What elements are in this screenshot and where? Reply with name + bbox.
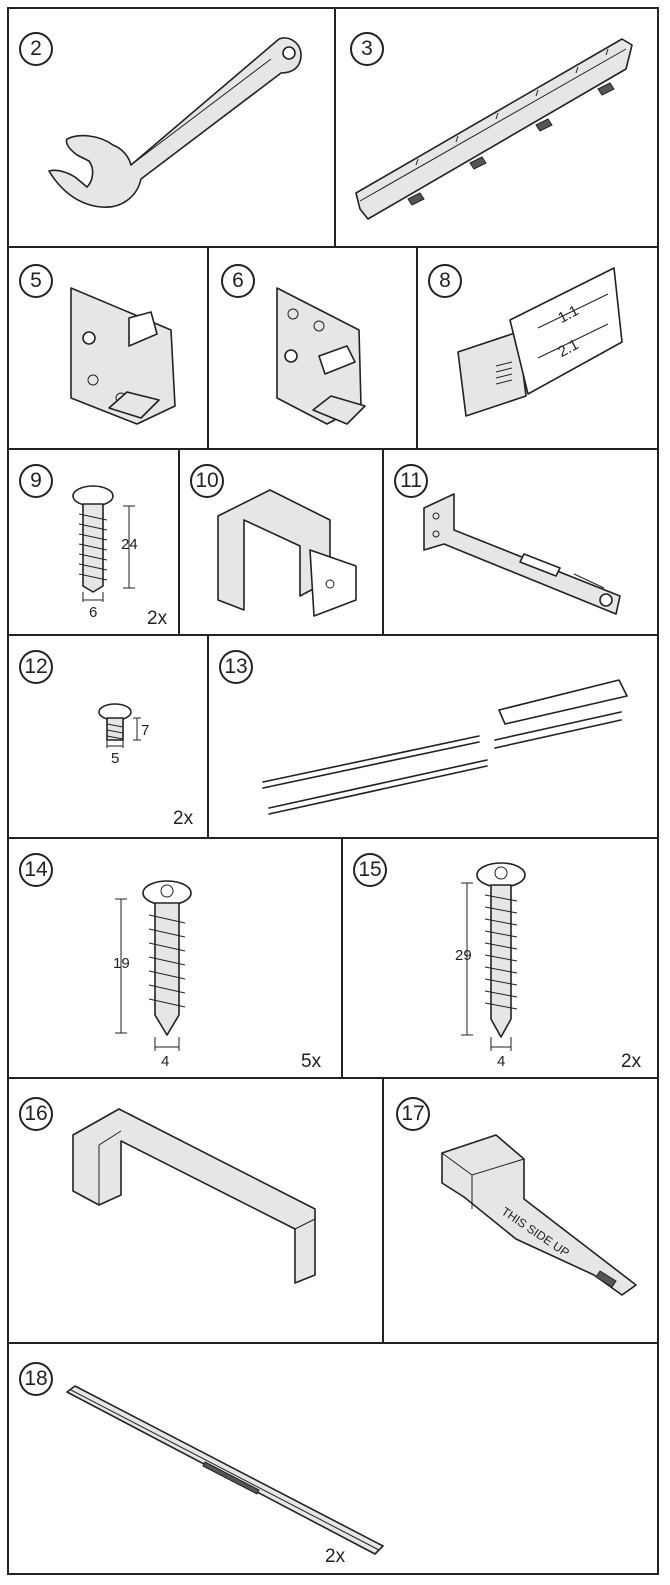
part-cell-10: 10: [180, 450, 382, 634]
row-divider: [7, 448, 659, 450]
quantity-label: 2x: [173, 808, 194, 829]
quantity-label: 2x: [147, 608, 168, 629]
part-cell-13: 13: [209, 636, 657, 837]
part-cell-17: 17 THIS SIDE UP: [384, 1079, 657, 1342]
corner-cap-icon: [217, 489, 357, 617]
strip-icon: [66, 1385, 384, 1555]
part-number-badge: 5: [19, 264, 53, 298]
wrench-icon: [48, 37, 302, 208]
row-divider: [7, 634, 659, 636]
part-number-badge: 14: [19, 853, 53, 887]
long-screw-icon: [461, 862, 526, 1051]
part-number-badge: 12: [19, 650, 53, 684]
part-number-badge: 16: [19, 1097, 53, 1131]
col-divider: [341, 837, 343, 1079]
dimension-label: 4: [497, 1053, 506, 1070]
frame-bottom: [7, 1573, 659, 1575]
frame-right: [657, 7, 659, 1575]
col-divider: [207, 634, 209, 839]
part-cell-3: 3: [336, 9, 657, 246]
part-cell-18: 18 2x: [9, 1344, 657, 1573]
part-cell-5: 5: [9, 248, 207, 448]
part-number-badge: 2: [19, 32, 53, 66]
dimension-label: 24: [121, 536, 138, 553]
col-divider: [382, 448, 384, 636]
quantity-label: 2x: [325, 1546, 346, 1567]
frame-left: [7, 7, 9, 1575]
slide-adjuster-icon: [457, 267, 623, 417]
part-number-badge: 3: [350, 32, 384, 66]
part-number-badge: 10: [190, 464, 224, 498]
part-number-badge: 18: [19, 1362, 53, 1396]
long-profile-icon: [262, 679, 628, 815]
part-cell-14: 14 19 4 5x: [9, 839, 341, 1077]
part-cell-12: 12 7 5 2x: [9, 636, 207, 837]
dimension-label: 7: [141, 722, 150, 739]
dimension-label: 5: [111, 750, 120, 767]
wood-screw-icon: [115, 880, 192, 1051]
end-piece-icon: [72, 1108, 316, 1284]
part-cell-2: 2: [9, 9, 334, 246]
quantity-label: 2x: [621, 1051, 642, 1072]
part-number-badge: 6: [221, 264, 255, 298]
part-cell-16: 16: [9, 1079, 382, 1342]
row-divider: [7, 1077, 659, 1079]
part-cell-11: 11: [384, 450, 657, 634]
dimension-label: 29: [455, 947, 472, 964]
col-divider: [416, 246, 418, 450]
col-divider: [334, 7, 336, 248]
part-cell-6: 6: [209, 248, 416, 448]
part-cell-15: 15 29 4 2x: [343, 839, 657, 1077]
part-number-badge: 13: [219, 650, 253, 684]
bracket-right-icon: [276, 287, 366, 425]
dimension-label: 6: [89, 604, 98, 621]
quantity-label: 5x: [301, 1051, 322, 1072]
rail-icon: [355, 38, 633, 220]
bracket-left-icon: [70, 287, 176, 425]
part-cell-8: 8 1.1 2.1: [418, 248, 657, 448]
col-divider: [178, 448, 180, 636]
row-divider: [7, 1342, 659, 1344]
dimension-label: 19: [113, 955, 130, 972]
frame-top: [7, 7, 659, 9]
small-screw-icon: [98, 703, 141, 748]
part-cell-9: 9 24 6 2x: [9, 450, 178, 634]
row-divider: [7, 837, 659, 839]
mounting-arm-icon: [423, 493, 621, 615]
dimension-label: 4: [161, 1053, 170, 1070]
part-number-badge: 17: [396, 1097, 430, 1131]
part-number-badge: 11: [394, 464, 428, 498]
part-number-badge: 8: [428, 264, 462, 298]
row-divider: [7, 246, 659, 248]
spacer-icon: [441, 1134, 637, 1296]
col-divider: [382, 1077, 384, 1344]
part-number-badge: 15: [353, 853, 387, 887]
col-divider: [207, 246, 209, 450]
screw-icon: [72, 485, 135, 602]
part-number-badge: 9: [19, 464, 53, 498]
